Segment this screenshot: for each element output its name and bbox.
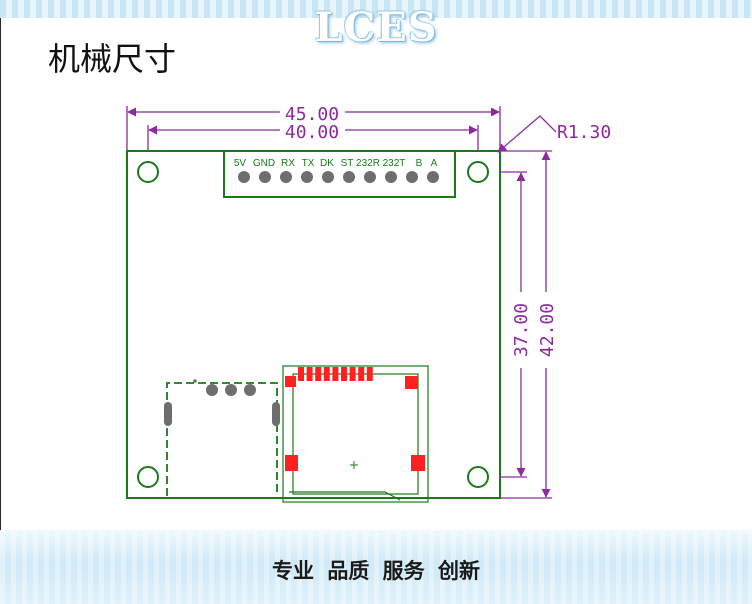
dim-label-outer-width: 45.00 [285,104,339,125]
tf-contact-pin-6 [349,367,356,381]
header-pin-2 [280,171,292,183]
tf-socket-bottom-guide [289,491,401,501]
sim-connector-pin-1 [193,379,197,383]
dimension-inner-height: 37.00 [500,171,532,478]
dim-label-outer-height: 42.00 [537,303,558,357]
tf-card-socket [282,365,429,503]
header-pin-label-6: 232R [356,158,380,169]
header-pin-label-4: DK [320,158,334,169]
mounting-hole-top-left [137,161,159,183]
header-pin-8 [406,171,418,183]
dim-label-inner-height: 37.00 [511,303,532,357]
header-pin-0 [238,171,250,183]
header-pin-label-9: A [431,158,438,169]
tf-pad-top-right [405,376,418,389]
tf-contact-pin-7 [358,367,365,381]
header-pin-label-1: GND [253,158,275,169]
tf-contact-pin-1 [306,367,313,381]
header-pin-label-5: ST [341,158,354,169]
header-connector-outline [223,150,456,198]
tf-socket-inner [292,373,419,495]
tf-contact-pin-3 [323,367,330,381]
radius-leader [497,115,557,153]
header-pin-label-7: 232T [383,158,406,169]
dim-label-corner-radius: R1.30 [557,122,611,143]
header-pin-3 [301,171,313,183]
header-pin-label-8: B [416,158,423,169]
sim-connector-slot-left [164,402,172,426]
header-pin-4 [322,171,334,183]
pcb-board-outline [126,150,501,499]
tf-socket-outer [282,365,429,503]
bottom-decor-band [0,530,752,604]
dimension-inner-width: 40.00 [147,122,479,150]
tf-contact-pin-5 [341,367,347,381]
page-title: 机械尺寸 [48,40,177,78]
tf-contact-pins [298,367,373,381]
header-pin-label-0: 5V [234,158,247,169]
dimension-outer-height: 42.00 [500,150,558,499]
slide-left-border [0,0,1,604]
mounting-hole-bottom-left [137,466,159,488]
sim-connector-outline [166,382,278,496]
top-decor-band [0,0,752,18]
logo-lces: LCES [314,4,438,51]
footer-slogan: 专业 品质 服务 创新 [272,559,480,583]
tf-contact-pin-8 [366,367,373,381]
header-pin-label-3: TX [302,158,315,169]
mounting-hole-bottom-right [467,466,489,488]
sim-connector-pin-3 [225,384,237,396]
header-pin-6 [364,171,376,183]
sim-connector-pin-4 [244,384,256,396]
header-pins [238,171,439,183]
mounting-hole-top-right [467,161,489,183]
header-pin-7 [385,171,397,183]
tf-contact-pin-0 [298,367,304,381]
tf-pad-mid-left [285,455,298,471]
sim-connector-slot-right [272,402,280,426]
sim-connector [164,379,280,496]
dimension-corner-radius: R1.30 [497,115,611,153]
tf-contact-pin-4 [332,367,339,381]
tf-pad-mid-right [411,455,425,471]
dim-label-inner-width: 40.00 [285,122,339,143]
sim-connector-pin-2 [206,384,218,396]
tf-contact-pin-2 [315,367,322,381]
header-pin-9 [427,171,439,183]
header-pin-label-2: RX [281,158,295,169]
tf-pad-top-left [285,376,296,387]
header-pin-5 [343,171,355,183]
tf-center-mark [350,461,358,469]
header-pin-1 [259,171,271,183]
dimension-outer-width: 45.00 [126,104,501,150]
